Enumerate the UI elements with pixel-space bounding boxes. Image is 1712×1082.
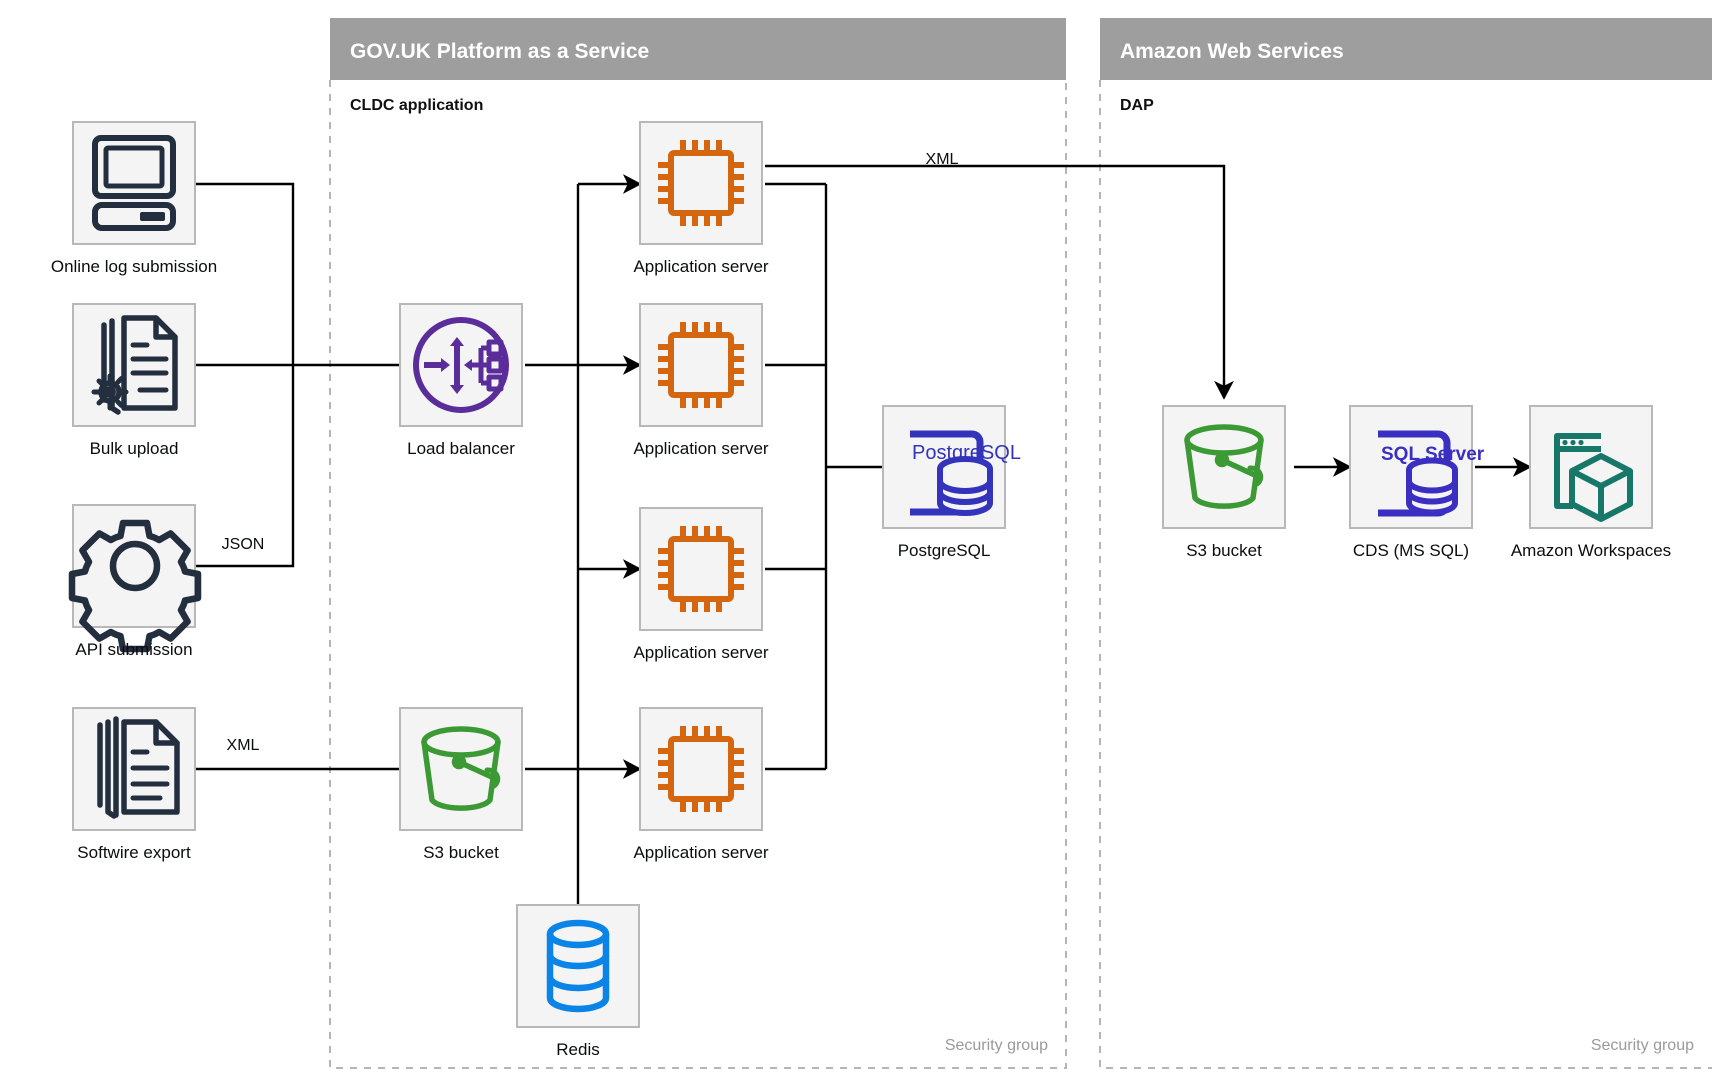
paas-dashed-border — [329, 80, 1067, 1069]
api-submission-label: API submission — [75, 640, 192, 659]
node-workspaces[interactable]: Amazon Workspaces — [1511, 405, 1671, 560]
node-bulk-upload[interactable]: Bulk upload — [72, 303, 196, 458]
redis-label: Redis — [556, 1040, 599, 1059]
node-load-balancer[interactable]: Load balancer — [399, 303, 523, 458]
group-aws: Amazon Web Services DAP Security group — [1099, 18, 1712, 1069]
node-s3-paas[interactable]: S3 bucket — [399, 707, 523, 862]
edge-label-xml-out: XML — [926, 151, 959, 168]
node-app-server-1[interactable]: Application server — [633, 121, 769, 276]
s3-aws-label: S3 bucket — [1186, 541, 1262, 560]
aws-band-label: Amazon Web Services — [1120, 40, 1344, 63]
postgresql-icon: PostgreSQL — [910, 430, 1021, 516]
load-balancer-icon — [413, 317, 509, 413]
wire-api-to-lb — [193, 365, 295, 568]
paas-band-label: GOV.UK Platform as a Service — [350, 40, 649, 63]
workspaces-label: Amazon Workspaces — [1511, 541, 1671, 560]
aws-dashed-border — [1099, 80, 1712, 1069]
app-server-1-tile — [639, 121, 763, 245]
app-server-3-tile — [639, 507, 763, 631]
load-balancer-label: Load balancer — [407, 439, 515, 458]
s3-paas-label: S3 bucket — [423, 843, 499, 862]
postgresql-logo-text: PostgreSQL — [912, 442, 1021, 464]
bulk-upload-label: Bulk upload — [90, 439, 179, 458]
connectors — [193, 164, 1532, 905]
node-softwire-export[interactable]: Softwire export — [72, 707, 196, 862]
s3-bucket-icon — [421, 726, 501, 811]
cpu-chip-icon — [658, 322, 744, 408]
s3-bucket-icon — [1184, 424, 1264, 509]
node-app-server-4[interactable]: Application server — [633, 707, 769, 862]
aws-band — [1100, 18, 1712, 80]
cpu-chip-icon — [658, 526, 744, 612]
node-online-log[interactable]: Online log submission — [51, 121, 217, 276]
node-app-server-2[interactable]: Application server — [633, 303, 769, 458]
app-server-4-tile — [639, 707, 763, 831]
app-server-4-label: Application server — [633, 843, 768, 862]
wire-xml-to-aws-s3 — [765, 164, 1234, 400]
workspaces-tile — [1529, 405, 1653, 529]
edge-label-xml-in: XML — [227, 737, 260, 754]
app-server-2-tile — [639, 303, 763, 427]
paas-sub-label: CLDC application — [350, 97, 483, 114]
sql-server-logo-text: SQL Server — [1381, 444, 1485, 465]
cpu-chip-icon — [658, 140, 744, 226]
group-paas: GOV.UK Platform as a Service CLDC applic… — [329, 18, 1067, 1069]
cpu-chip-icon — [658, 726, 744, 812]
postgresql-label: PostgreSQL — [898, 541, 991, 560]
node-s3-aws[interactable]: S3 bucket — [1162, 405, 1286, 560]
online-log-label: Online log submission — [51, 257, 217, 276]
redis-database-icon — [546, 919, 610, 1013]
node-redis[interactable]: Redis — [516, 904, 640, 1059]
node-cds[interactable]: SQL Server CDS (MS SQL) — [1349, 405, 1485, 560]
paas-security-group-label: Security group — [945, 1037, 1048, 1054]
aws-sub-label: DAP — [1120, 97, 1154, 114]
node-postgresql[interactable]: PostgreSQL PostgreSQL — [882, 405, 1021, 560]
app-server-2-label: Application server — [633, 439, 768, 458]
document-gear-icon — [91, 315, 178, 415]
desktop-computer-icon — [92, 135, 176, 231]
amazon-workspaces-icon — [1554, 433, 1633, 522]
app-server-1-label: Application server — [633, 257, 768, 276]
wire-online-log-to-lb — [193, 182, 295, 365]
app-server-3-label: Application server — [633, 643, 768, 662]
cds-label: CDS (MS SQL) — [1353, 541, 1469, 560]
sql-server-icon: SQL Server — [1378, 430, 1485, 517]
node-app-server-3[interactable]: Application server — [633, 507, 769, 662]
softwire-export-label: Softwire export — [77, 843, 191, 862]
paas-band — [330, 18, 1066, 80]
edge-label-json: JSON — [222, 536, 265, 553]
gear-icon — [68, 519, 202, 653]
document-stack-icon — [97, 716, 180, 819]
node-api-submission[interactable]: API submission — [68, 504, 202, 659]
aws-security-group-label: Security group — [1591, 1037, 1694, 1054]
